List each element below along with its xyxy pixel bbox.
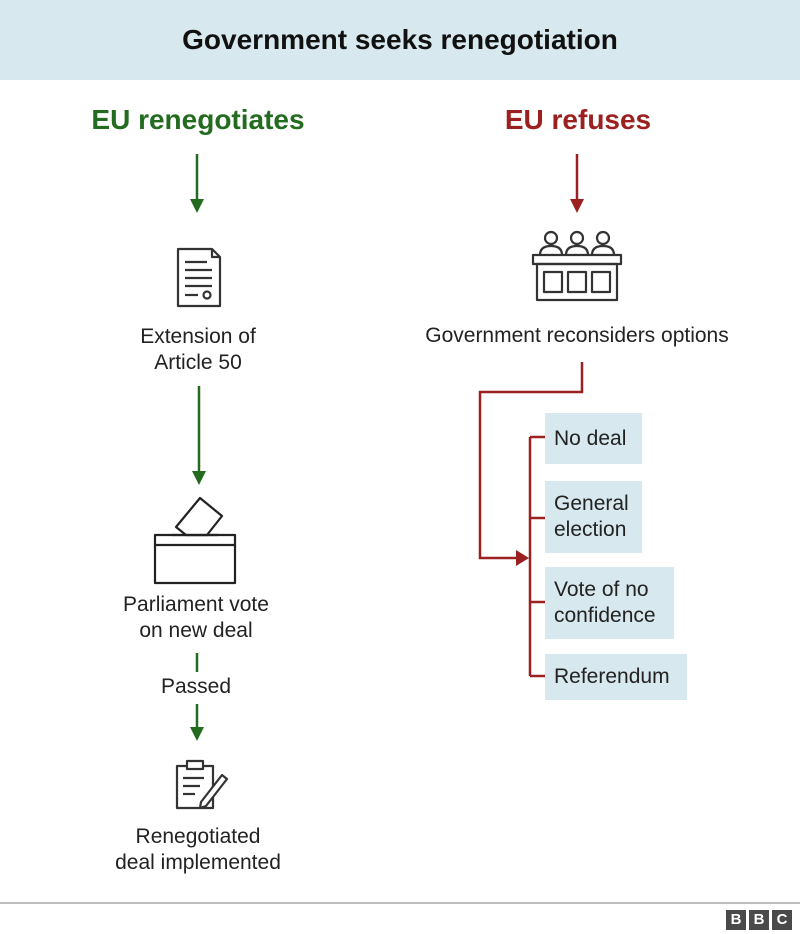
extension-label: Extension of Article 50 — [98, 324, 298, 376]
extension-label-line2: Article 50 — [154, 351, 242, 374]
header-banner: Government seeks renegotiation — [0, 0, 800, 80]
arrow-to-vote — [192, 386, 206, 485]
implemented-label-line2: deal implemented — [115, 851, 281, 874]
document-icon — [176, 247, 222, 308]
bbc-logo-letter: C — [772, 910, 792, 930]
option-label-line2: confidence — [554, 604, 656, 627]
eu-renegotiates-title: EU renegotiates — [91, 104, 305, 135]
vote-label-line2: on new deal — [139, 619, 253, 642]
footer-divider — [0, 902, 800, 904]
passed-label: Passed — [160, 675, 232, 698]
option-general-election: General election — [545, 481, 642, 553]
option-label-line2: election — [554, 518, 627, 541]
option-vote-of-no-confidence: Vote of no confidence — [545, 567, 674, 639]
option-referendum: Referendum — [545, 654, 687, 700]
bbc-logo: B B C — [726, 910, 792, 930]
implemented-label: Renegotiated deal implemented — [98, 824, 298, 876]
arrow-to-panel — [570, 154, 584, 213]
panel-icon — [531, 230, 623, 302]
vote-label: Parliament vote on new deal — [96, 592, 296, 644]
ballot-box-icon — [153, 496, 237, 585]
option-label-line1: Vote of no — [554, 578, 649, 601]
vote-label-line1: Parliament vote — [123, 593, 269, 616]
implemented-label-line1: Renegotiated — [135, 825, 261, 848]
option-label-line1: No deal — [554, 426, 627, 450]
option-label-line1: General — [554, 492, 629, 515]
bbc-logo-letter: B — [726, 910, 746, 930]
reconsiders-label: Government reconsiders options — [425, 324, 729, 347]
bbc-logo-letter: B — [749, 910, 769, 930]
options-arrowhead — [516, 550, 529, 566]
arrow-to-extension — [190, 154, 204, 213]
options-connector — [478, 362, 584, 678]
extension-label-line1: Extension of — [140, 325, 256, 348]
clipboard-pen-icon — [175, 759, 229, 810]
option-no-deal: No deal — [545, 413, 642, 464]
arrow-to-implemented — [190, 704, 204, 741]
option-label-line1: Referendum — [554, 665, 670, 688]
page-title: Government seeks renegotiation — [182, 24, 618, 55]
eu-refuses-title: EU refuses — [504, 104, 652, 135]
